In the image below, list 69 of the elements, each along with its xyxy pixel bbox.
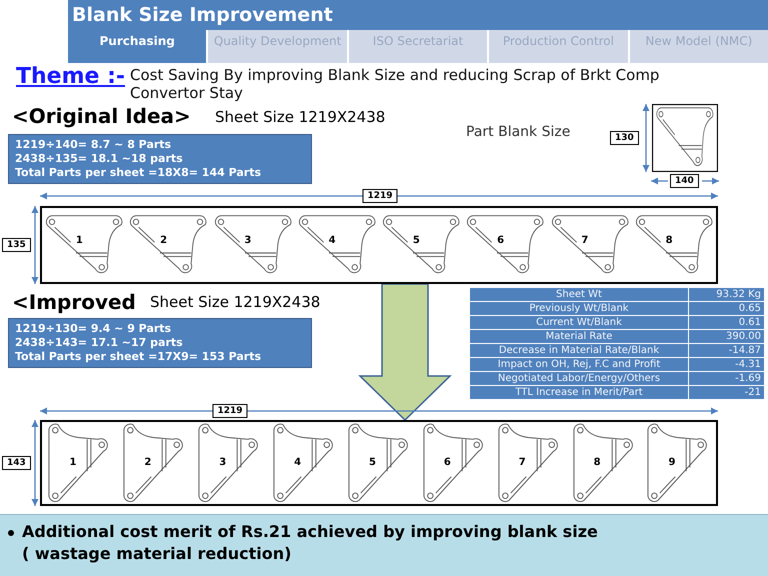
bracket-part [572,422,636,504]
sheet-size-text: Sheet Size 1219X2438 [150,293,320,311]
metric-label: Current Wt/Blank [470,316,688,329]
metric-value: 0.61 [689,316,764,329]
block-arrow [358,283,452,422]
calculation-box [8,134,312,184]
part-number: 8 [594,457,601,469]
section-heading: <Original Idea> [12,104,191,128]
metric-value: -1.69 [689,372,764,385]
nav-tab: ISO Secretariat [348,30,488,63]
section-heading: <Improved [12,290,136,314]
part-blank-label: Part Blank Size [466,124,570,141]
part-number: 9 [668,457,676,469]
bracket-part [496,422,561,504]
metric-value: -14.87 [689,344,764,357]
calculation-line: 2438÷135= 18.1 ~18 parts [15,152,184,166]
nav-tab: New Model (NMC) [630,30,768,63]
metric-label: Material Rate [470,330,688,343]
part-number: 7 [581,234,588,247]
nav-tab: Purchasing [68,30,206,63]
dimension-label: 1219 [362,189,398,203]
part-number: 6 [444,457,451,469]
part-number: 2 [160,234,168,247]
calculation-line: 1219÷130= 9.4 ~ 9 Parts [15,322,172,336]
part-number: 8 [666,234,673,247]
part-number: 4 [328,234,336,247]
calculation-line: Total Parts per sheet =17X9= 153 Parts [15,350,262,364]
dimension-label: 135 [2,238,31,252]
page-title: Blank Size Improvement [72,4,333,26]
dimension-label: 130 [610,131,639,145]
sheet-strip [40,420,718,506]
part-number: 1 [70,457,77,469]
metric-label: Impact on OH, Rej, F.C and Profit [470,358,688,371]
metric-label: TTL Increase in Merit/Part [470,386,688,399]
part-number: 2 [144,457,152,469]
calculation-line: 2438÷143= 17.1 ~17 parts [15,336,184,350]
summary-band [0,514,768,576]
bracket-part [346,422,411,504]
nav-tab: Quality Development [208,30,347,63]
theme-text: Cost Saving By improving Blank Size and reducing Scrap of Brkt Comp Convertor Stay [130,66,660,102]
sheet-strip [40,206,718,284]
metric-label: Previously Wt/Blank [470,302,688,315]
part-number: 3 [219,457,226,469]
bracket-part [422,422,486,504]
metric-value: 390.00 [689,330,764,343]
metric-value: 0.65 [689,302,764,315]
metric-label: Decrease in Material Rate/Blank [470,344,688,357]
nav-tab: Production Control [489,30,628,63]
metric-label: Negotiated Labor/Energy/Others [470,372,688,385]
part-number: 1 [76,234,83,247]
dimension-label: 140 [670,174,699,188]
metric-value: -4.31 [689,358,764,371]
calculation-line: 1219÷140= 8.7 ~ 8 Parts [15,138,172,152]
part-number: 3 [244,234,252,247]
metric-value: 93.32 Kg [689,288,764,301]
theme-heading: Theme :- [16,64,126,90]
metric-value: -21 [689,386,764,399]
calculation-box [8,318,312,368]
metric-label: Sheet Wt [470,288,688,301]
part-number: 5 [412,234,420,247]
part-number: 4 [294,457,302,469]
calculation-line: Total Parts per sheet =18X8= 144 Parts [15,166,262,180]
sheet-size-text: Sheet Size 1219X2438 [215,108,386,126]
dimension-label: 143 [2,456,31,470]
part-number: 6 [497,234,504,247]
summary-text: Additional cost merit of Rs.21 achieved by improving blank size ( wastage material reduction) [22,521,599,565]
part-number: 7 [518,457,526,469]
part-number: 5 [369,457,376,469]
dimension-label: 1219 [212,404,248,418]
